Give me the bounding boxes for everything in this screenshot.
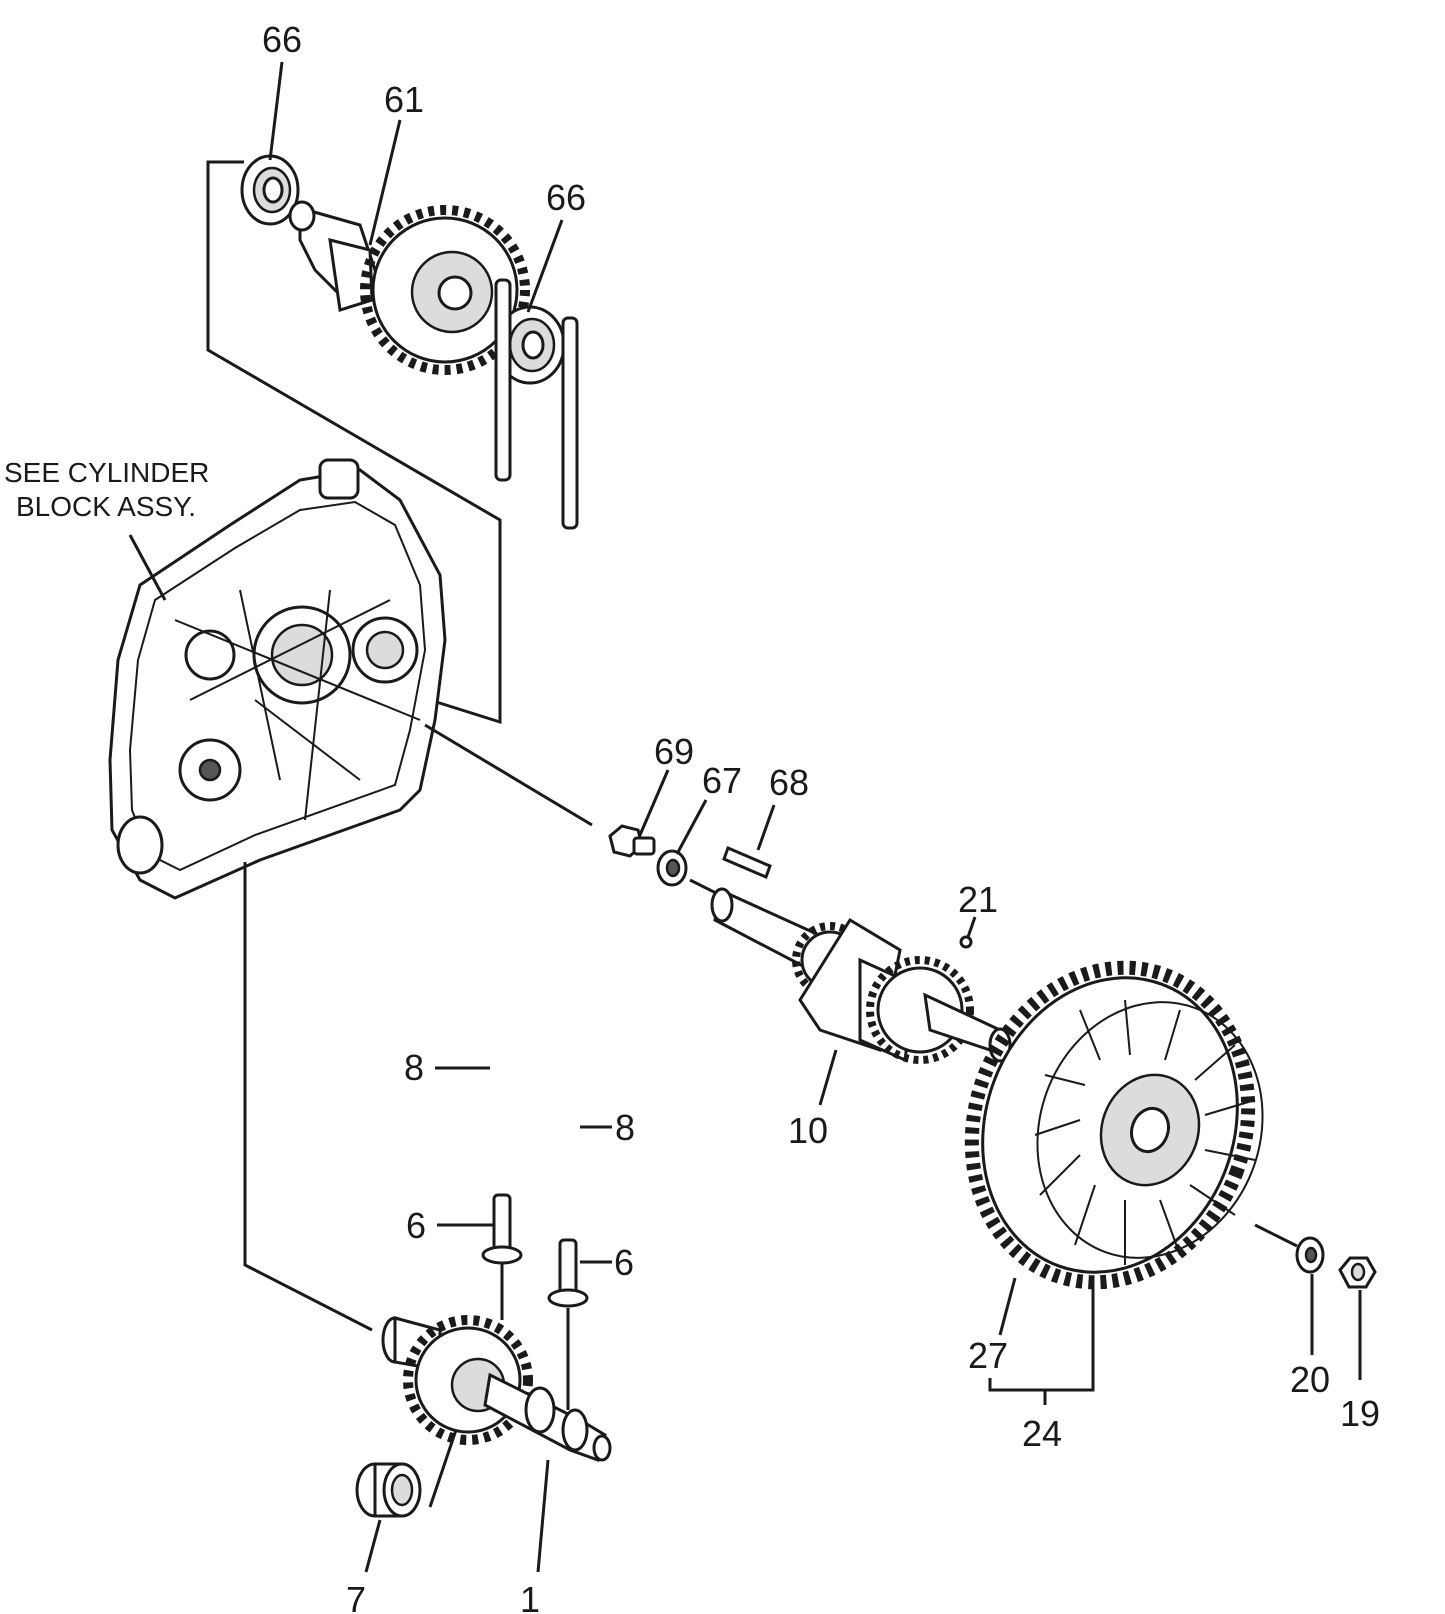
flywheel-fins bbox=[1034, 999, 1256, 1265]
tappet-6-left bbox=[481, 1193, 523, 1265]
callout-68: 68 bbox=[769, 762, 809, 803]
camshaft-bracket-lines bbox=[243, 862, 373, 1332]
crankshaft-10 bbox=[710, 887, 1012, 1064]
balancer-bracket-lines bbox=[206, 160, 502, 725]
callout-6-left: 6 bbox=[406, 1205, 426, 1246]
flywheel-assembly-24 bbox=[964, 960, 1264, 1290]
callout-8-right: 8 bbox=[615, 1107, 635, 1148]
callout-24: 24 bbox=[1022, 1413, 1062, 1454]
key-68 bbox=[722, 845, 772, 880]
callout-21: 21 bbox=[958, 879, 998, 920]
nut-19 bbox=[1338, 1256, 1377, 1289]
callout-69: 69 bbox=[654, 731, 694, 772]
callout-66-upper: 66 bbox=[262, 19, 302, 60]
tappet-6-right bbox=[547, 1238, 589, 1308]
callout-6-right: 6 bbox=[614, 1242, 634, 1283]
callout-7: 7 bbox=[346, 1579, 366, 1614]
bearing-66-upper bbox=[240, 154, 300, 226]
bushing-7 bbox=[355, 1462, 422, 1518]
callout-61: 61 bbox=[384, 79, 424, 120]
crankcase-cover bbox=[108, 458, 447, 900]
balancer-gear bbox=[360, 205, 530, 375]
washer-67 bbox=[656, 849, 688, 887]
woodruff-key-21 bbox=[959, 935, 973, 949]
callout-66-lower: 66 bbox=[546, 177, 586, 218]
push-rod-8-right bbox=[561, 316, 579, 530]
push-rod-8-left bbox=[494, 278, 512, 482]
callout-10: 10 bbox=[788, 1110, 828, 1151]
washer-20 bbox=[1295, 1236, 1325, 1274]
see-cylinder-note-line1: SEE CYLINDER bbox=[4, 457, 209, 488]
callout-67: 67 bbox=[702, 760, 742, 801]
camshaft-1 bbox=[381, 1315, 612, 1462]
see-cylinder-note-line2: BLOCK ASSY. bbox=[16, 491, 196, 522]
callout-19: 19 bbox=[1340, 1393, 1380, 1434]
callout-1: 1 bbox=[520, 1579, 540, 1614]
callout-27: 27 bbox=[968, 1335, 1008, 1376]
flywheel-axis-line bbox=[1254, 1223, 1298, 1248]
bolt-69 bbox=[608, 824, 656, 858]
callout-8-left: 8 bbox=[404, 1047, 424, 1088]
callout-20: 20 bbox=[1290, 1359, 1330, 1400]
balancer-shaft-61 bbox=[288, 200, 382, 312]
callout-leaders bbox=[268, 61, 1362, 1573]
note-leader bbox=[128, 534, 167, 601]
crank-axis-line bbox=[424, 723, 593, 827]
